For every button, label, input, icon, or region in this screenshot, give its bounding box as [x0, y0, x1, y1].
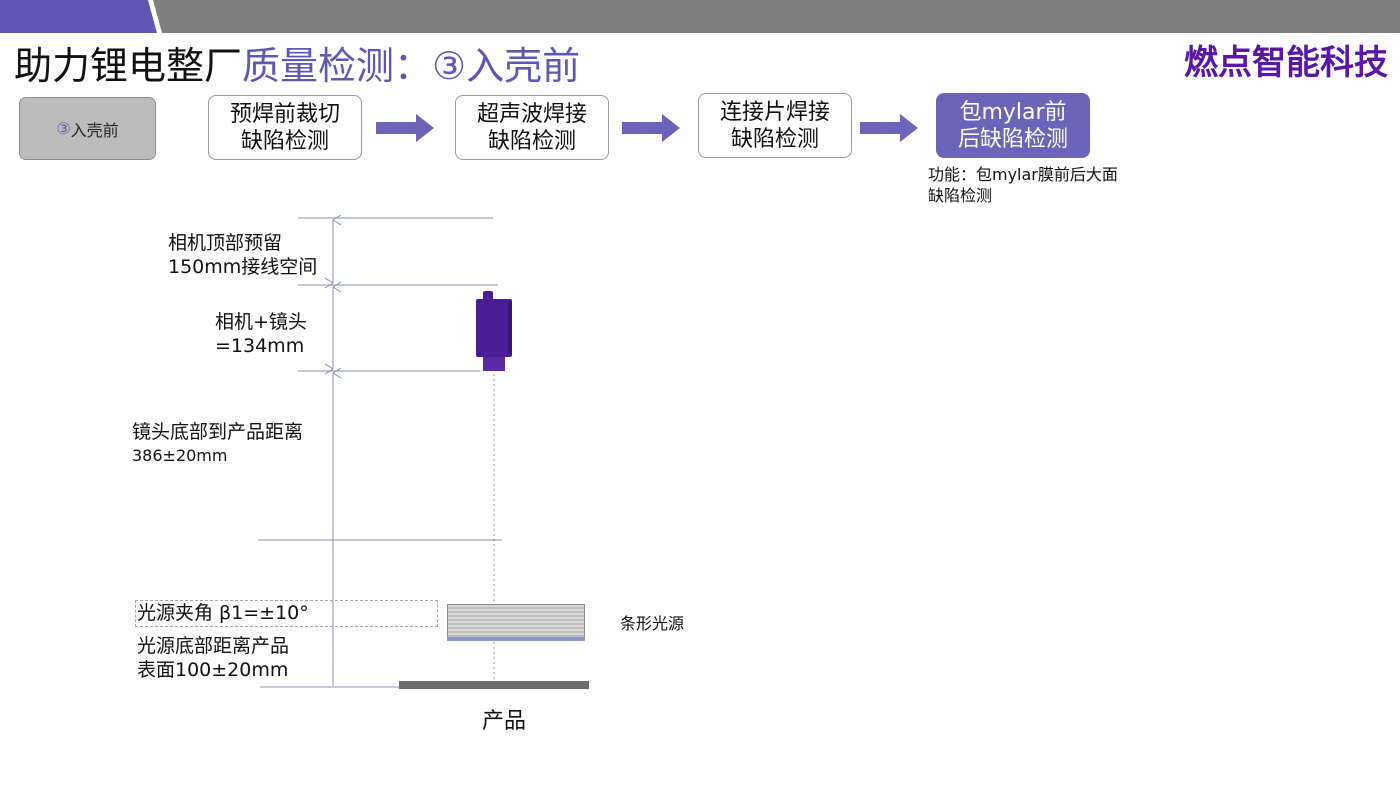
- page-title: 助力锂电整厂质量检测：③入壳前: [14, 38, 580, 94]
- bar-light-source-icon: [447, 604, 585, 641]
- brand-logo-text: 燃点智能科技: [1184, 43, 1388, 83]
- label-lens-to-product: 镜头底部到产品距离 386±20mm: [132, 421, 304, 465]
- process-step-line2: 后缺陷检测: [957, 126, 1068, 152]
- label-bar-light-source: 条形光源: [620, 614, 685, 633]
- process-step-line1: 预焊前裁切: [229, 101, 340, 127]
- page-title-main: 助力锂电整厂: [14, 44, 243, 88]
- flow-arrow-icon: [376, 114, 434, 142]
- top-banner-accent: [0, 0, 157, 33]
- label-camera-lens-length: 相机+镜头 =134mm: [215, 311, 307, 357]
- process-step-line1: 超声波焊接: [476, 101, 587, 127]
- label-light-angle: 光源夹角 β1=±10°: [137, 602, 309, 624]
- step-label: 入壳前: [70, 120, 119, 140]
- top-banner: [0, 0, 1400, 33]
- process-step-line1: 连接片焊接: [719, 99, 830, 125]
- top-banner-grey: [0, 0, 1400, 33]
- process-step-connector-weld[interactable]: 连接片焊接缺陷检测: [698, 93, 852, 158]
- step-number: ③: [56, 119, 71, 138]
- process-step-ultrasonic-weld[interactable]: 超声波焊接缺陷检测: [455, 95, 609, 160]
- label-camera-top-reserve: 相机顶部预留 150mm接线空间: [168, 232, 318, 278]
- light-angle-box: [135, 600, 438, 627]
- label-product: 产品: [482, 709, 527, 734]
- process-step-line2: 缺陷检测: [487, 128, 576, 154]
- function-note: 功能：包mylar膜前后大面缺陷检测: [928, 165, 1118, 205]
- process-step-line2: 缺陷检测: [240, 128, 329, 154]
- process-step-mylar-wrap[interactable]: 包mylar前后缺陷检测: [936, 93, 1090, 158]
- process-step-pre-weld-cut[interactable]: 预焊前裁切缺陷检测: [208, 95, 362, 160]
- process-step-line1: 包mylar前: [959, 99, 1067, 125]
- process-step-line2: 缺陷检测: [730, 126, 819, 152]
- flow-arrow-icon: [622, 114, 680, 142]
- label-light-distance: 光源底部距离产品 表面100±20mm: [137, 635, 290, 681]
- product-plate: [399, 681, 589, 689]
- flow-arrow-icon: [860, 114, 918, 142]
- page-title-sub: 质量检测：③入壳前: [242, 44, 581, 88]
- camera-icon: [476, 291, 512, 371]
